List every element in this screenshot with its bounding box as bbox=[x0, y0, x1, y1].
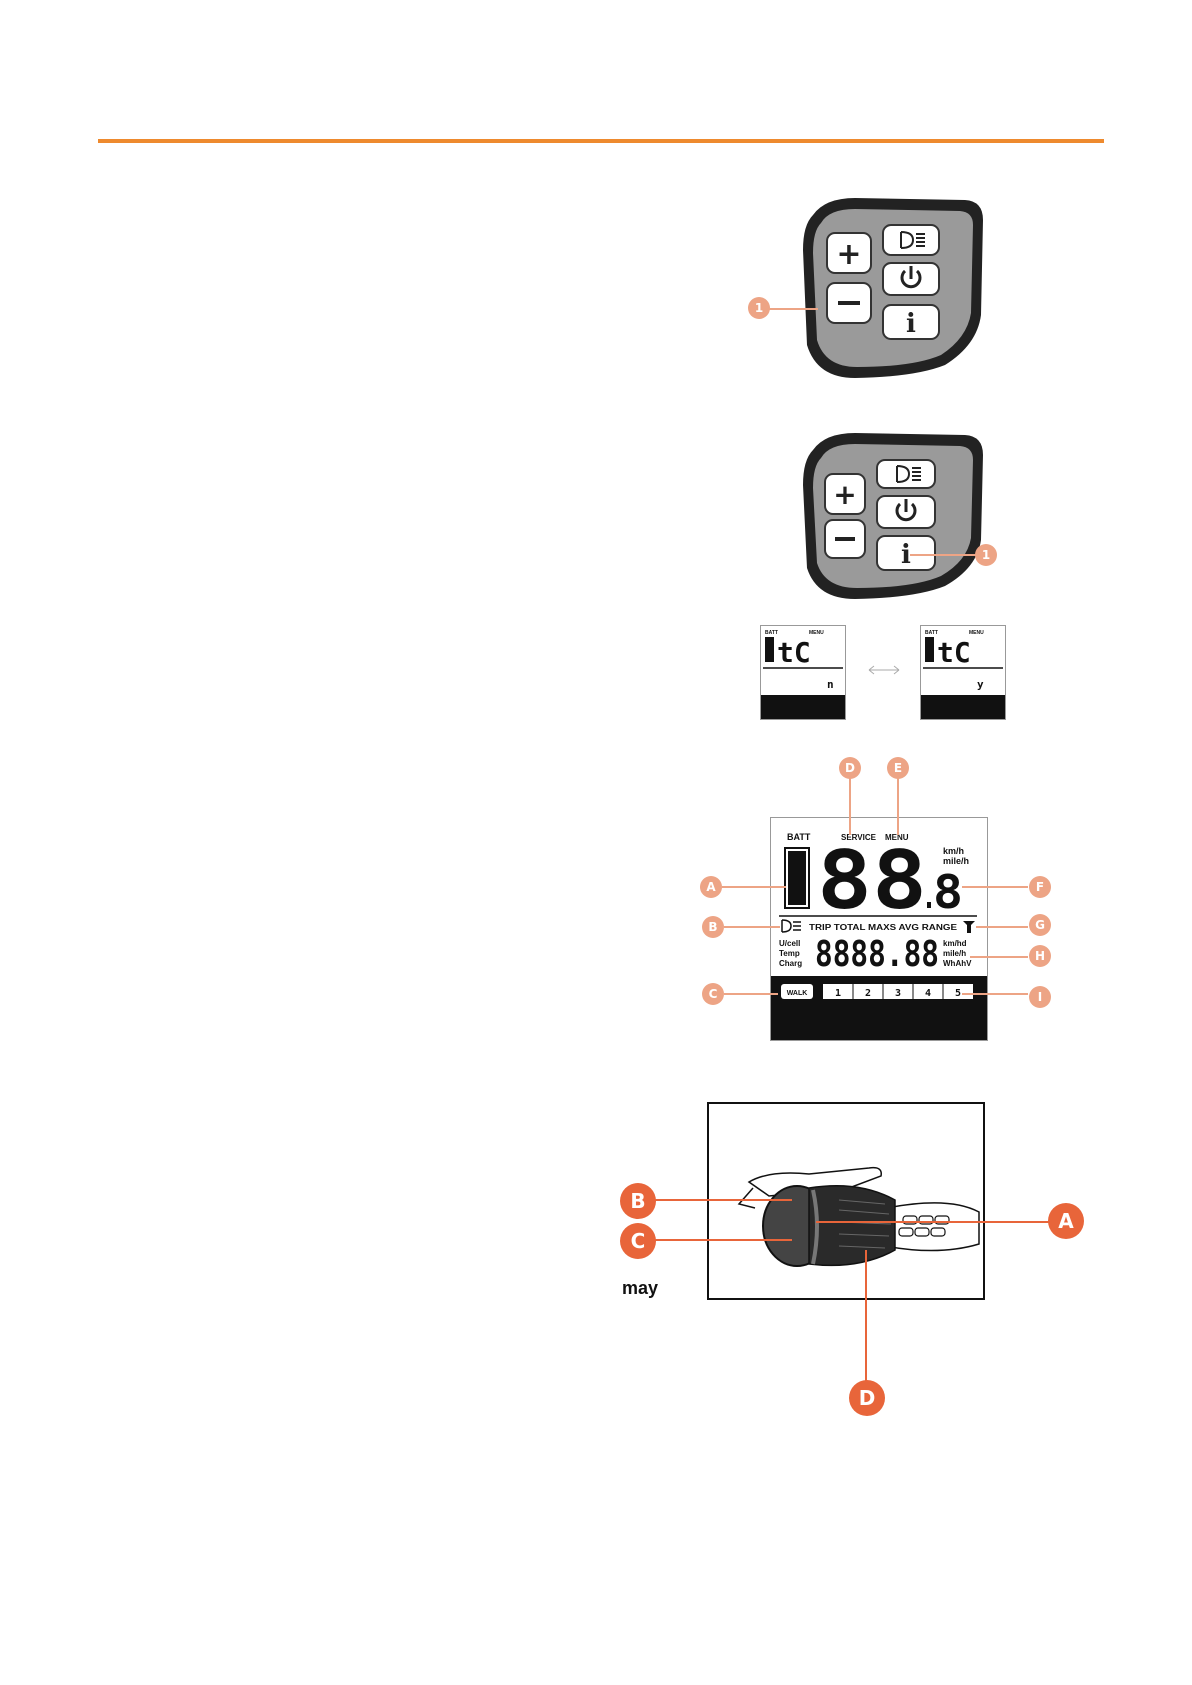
menu-label: MENU bbox=[969, 630, 984, 636]
minus-icon bbox=[838, 301, 860, 305]
battery-gauge-icon bbox=[765, 637, 774, 662]
double-arrow-icon bbox=[868, 662, 900, 672]
tc-value: y bbox=[977, 678, 984, 691]
callout-throttle-B: B bbox=[620, 1183, 656, 1219]
info-icon: i bbox=[906, 309, 916, 339]
tc-value: n bbox=[827, 678, 834, 691]
callout-display-E: E bbox=[887, 757, 909, 779]
tc-screen-right: BATT MENU tC y bbox=[920, 625, 1006, 720]
orange-header-rule bbox=[98, 139, 1104, 143]
callout-display-B: B bbox=[702, 916, 724, 938]
tc-code: tC bbox=[937, 636, 971, 669]
callout-display-G: G bbox=[1029, 914, 1051, 936]
plus-icon: + bbox=[836, 237, 861, 272]
tc-code: tC bbox=[777, 636, 811, 669]
callout-1-info: 1 bbox=[975, 544, 997, 566]
callout-display-A: A bbox=[700, 876, 722, 898]
callout-display-H: H bbox=[1029, 945, 1051, 967]
battery-gauge-icon bbox=[925, 637, 934, 662]
callout-throttle-C: C bbox=[620, 1223, 656, 1259]
callout-1-minus: 1 bbox=[748, 297, 770, 319]
callout-leader-line bbox=[910, 553, 980, 557]
throttle-leader-lines bbox=[620, 1190, 1090, 1400]
keypad-diagram-1: + i bbox=[795, 195, 985, 380]
callout-display-F: F bbox=[1029, 876, 1051, 898]
keypad-diagram-2: + i bbox=[795, 430, 985, 600]
tc-screen-left: BATT MENU tC n bbox=[760, 625, 846, 720]
callout-display-D: D bbox=[839, 757, 861, 779]
light-button-shape bbox=[883, 225, 939, 255]
callout-throttle-D: D bbox=[849, 1380, 885, 1416]
callout-throttle-A: A bbox=[1048, 1203, 1084, 1239]
minus-icon bbox=[835, 537, 855, 541]
display-leader-lines bbox=[700, 770, 1040, 1010]
menu-label: MENU bbox=[809, 630, 824, 636]
plus-icon: + bbox=[833, 478, 856, 511]
callout-display-I: I bbox=[1029, 986, 1051, 1008]
callout-display-C: C bbox=[702, 983, 724, 1005]
